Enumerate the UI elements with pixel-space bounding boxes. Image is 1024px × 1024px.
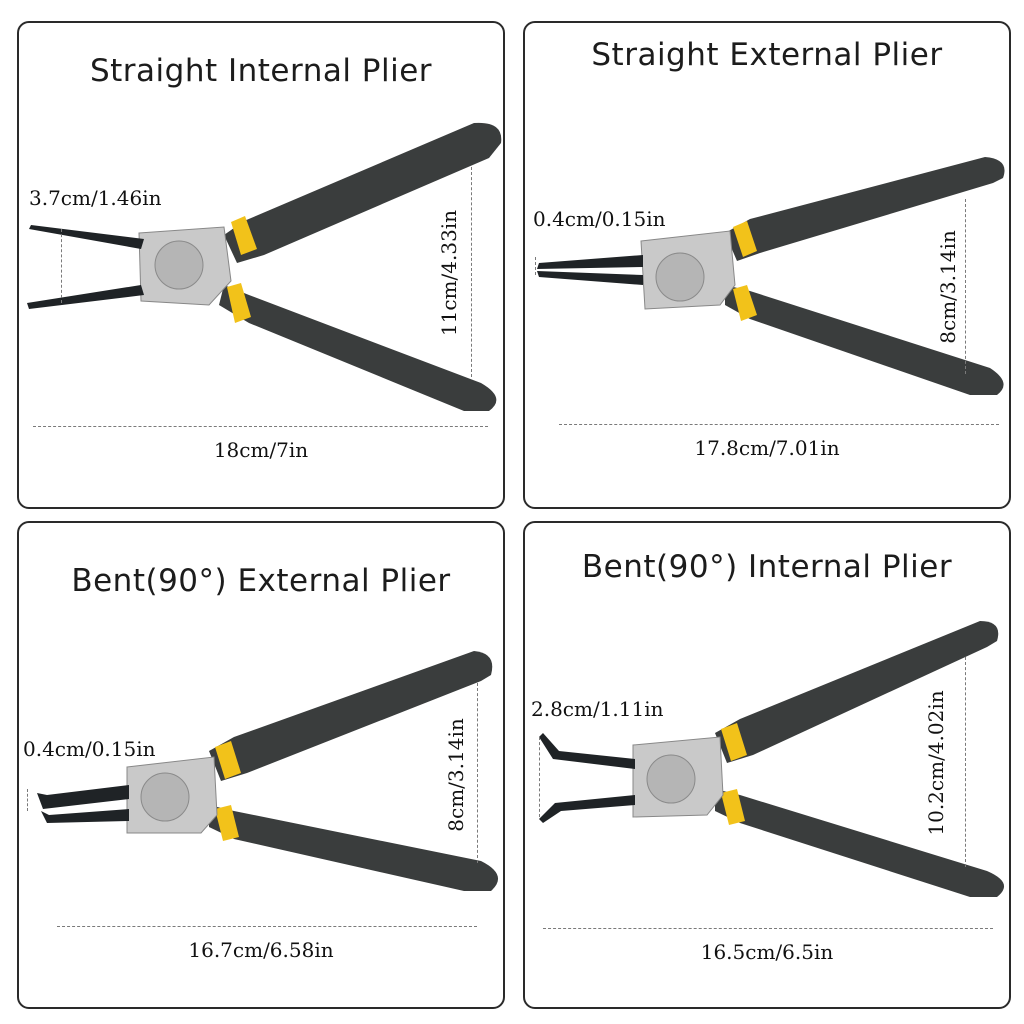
height-dimension-line — [471, 167, 472, 377]
tip-dimension-line — [539, 737, 540, 817]
panel-title: Straight External Plier — [591, 37, 943, 73]
panel-straight-external-plier: Straight External Plier 0.4cm/0.15in 8cm… — [523, 21, 1011, 509]
height-measurement: 11cm/4.33in — [437, 209, 461, 337]
plier-image — [27, 122, 502, 411]
panel-straight-internal-plier: Straight Internal Plier 3.7cm/1.46in 11c… — [17, 21, 505, 509]
length-measurement: 16.5cm/6.5in — [700, 940, 834, 964]
height-measurement: 10.2cm/4.02in — [924, 690, 948, 836]
panel-title: Bent(90°) Internal Plier — [581, 549, 953, 585]
height-dimension-line — [965, 199, 966, 374]
length-dimension-line — [57, 926, 477, 927]
tip-measurement: 3.7cm/1.46in — [29, 186, 162, 210]
length-measurement: 18cm/7in — [213, 438, 309, 462]
length-dimension-line — [33, 426, 488, 427]
tip-measurement: 0.4cm/0.15in — [533, 207, 666, 231]
tip-measurement: 2.8cm/1.11in — [531, 697, 664, 721]
plier-image — [37, 651, 499, 891]
height-dimension-line — [965, 657, 966, 867]
panel-title: Straight Internal Plier — [89, 53, 433, 89]
tip-dimension-line — [27, 789, 28, 811]
height-measurement: 8cm/3.14in — [444, 718, 468, 832]
panel-title: Bent(90°) External Plier — [71, 563, 451, 599]
length-dimension-line — [543, 928, 993, 929]
tip-measurement: 0.4cm/0.15in — [23, 737, 156, 761]
panel-bent-external-plier: Bent(90°) External Plier 0.4cm/0.15in 8c… — [17, 521, 505, 1009]
length-measurement: 17.8cm/7.01in — [694, 436, 840, 460]
length-measurement: 16.7cm/6.58in — [188, 938, 334, 962]
length-dimension-line — [559, 424, 999, 425]
tip-dimension-line — [535, 257, 536, 275]
height-measurement: 8cm/3.14in — [936, 230, 960, 344]
tip-dimension-line — [61, 229, 62, 303]
plier-image — [537, 157, 1005, 395]
height-dimension-line — [477, 683, 478, 863]
plier-image — [539, 621, 1005, 897]
panel-bent-internal-plier: Bent(90°) Internal Plier 2.8cm/1.11in 10… — [523, 521, 1011, 1009]
